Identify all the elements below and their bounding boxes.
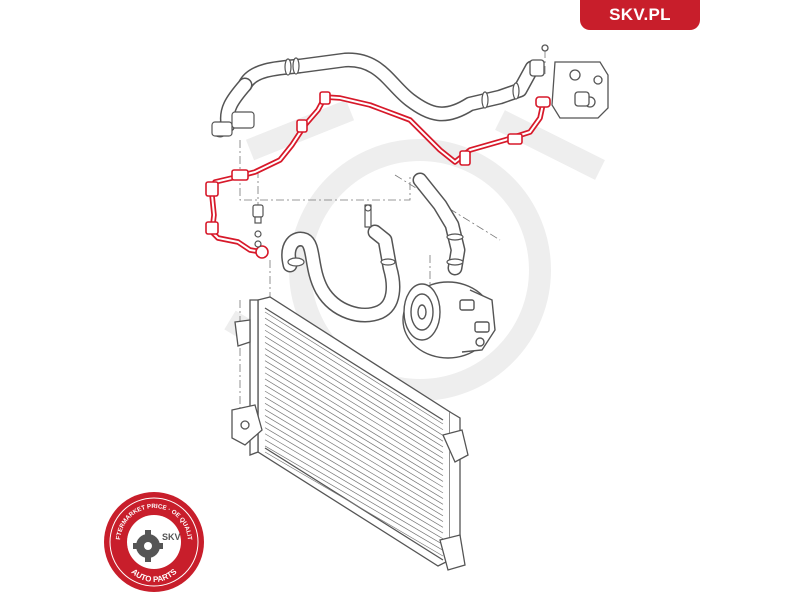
- skv-quality-seal: SKV AFTERMARKET PRICE · OE QUALITY AUTO …: [102, 490, 204, 592]
- seal-center-label: SKV: [162, 532, 181, 542]
- condenser-fin: [264, 323, 444, 436]
- suction-hose-upper: [211, 52, 540, 138]
- gear-icon: [133, 530, 163, 562]
- discharge-hose-middle: [281, 204, 401, 323]
- condenser-fin: [264, 348, 444, 459]
- condenser-fin: [264, 378, 444, 488]
- condenser-fin: [264, 329, 444, 442]
- condenser-fin: [264, 421, 444, 528]
- pressure-switch: [252, 204, 264, 248]
- condenser: [231, 296, 469, 571]
- compressor-hose-right: [412, 172, 466, 276]
- condenser-fin: [264, 336, 444, 448]
- condenser-fin: [264, 372, 444, 482]
- condenser-fin: [264, 403, 444, 511]
- brand-tab: SKV.PL: [580, 0, 700, 30]
- condenser-fin: [264, 409, 444, 517]
- condenser-fin: [264, 354, 444, 465]
- condenser-fin: [264, 396, 444, 505]
- brand-label: SKV.PL: [609, 5, 671, 24]
- condenser-fin: [264, 311, 444, 425]
- ac-compressor: [402, 281, 496, 359]
- condenser-fin: [264, 317, 444, 431]
- condenser-fin: [264, 384, 444, 494]
- condenser-fin: [264, 342, 444, 453]
- condenser-fin: [264, 415, 444, 522]
- assembly-guide-lines: [239, 50, 546, 420]
- condenser-fin: [264, 439, 444, 545]
- condenser-fin: [264, 451, 444, 557]
- highlighted-ac-pressure-hose: [205, 91, 551, 259]
- condenser-fin: [264, 390, 444, 499]
- condenser-fin: [264, 445, 444, 551]
- condenser-fin: [264, 366, 444, 476]
- condenser-fin: [264, 433, 444, 540]
- condenser-fin: [264, 427, 444, 534]
- condenser-fin: [264, 360, 444, 471]
- expansion-valve-block: [529, 44, 609, 119]
